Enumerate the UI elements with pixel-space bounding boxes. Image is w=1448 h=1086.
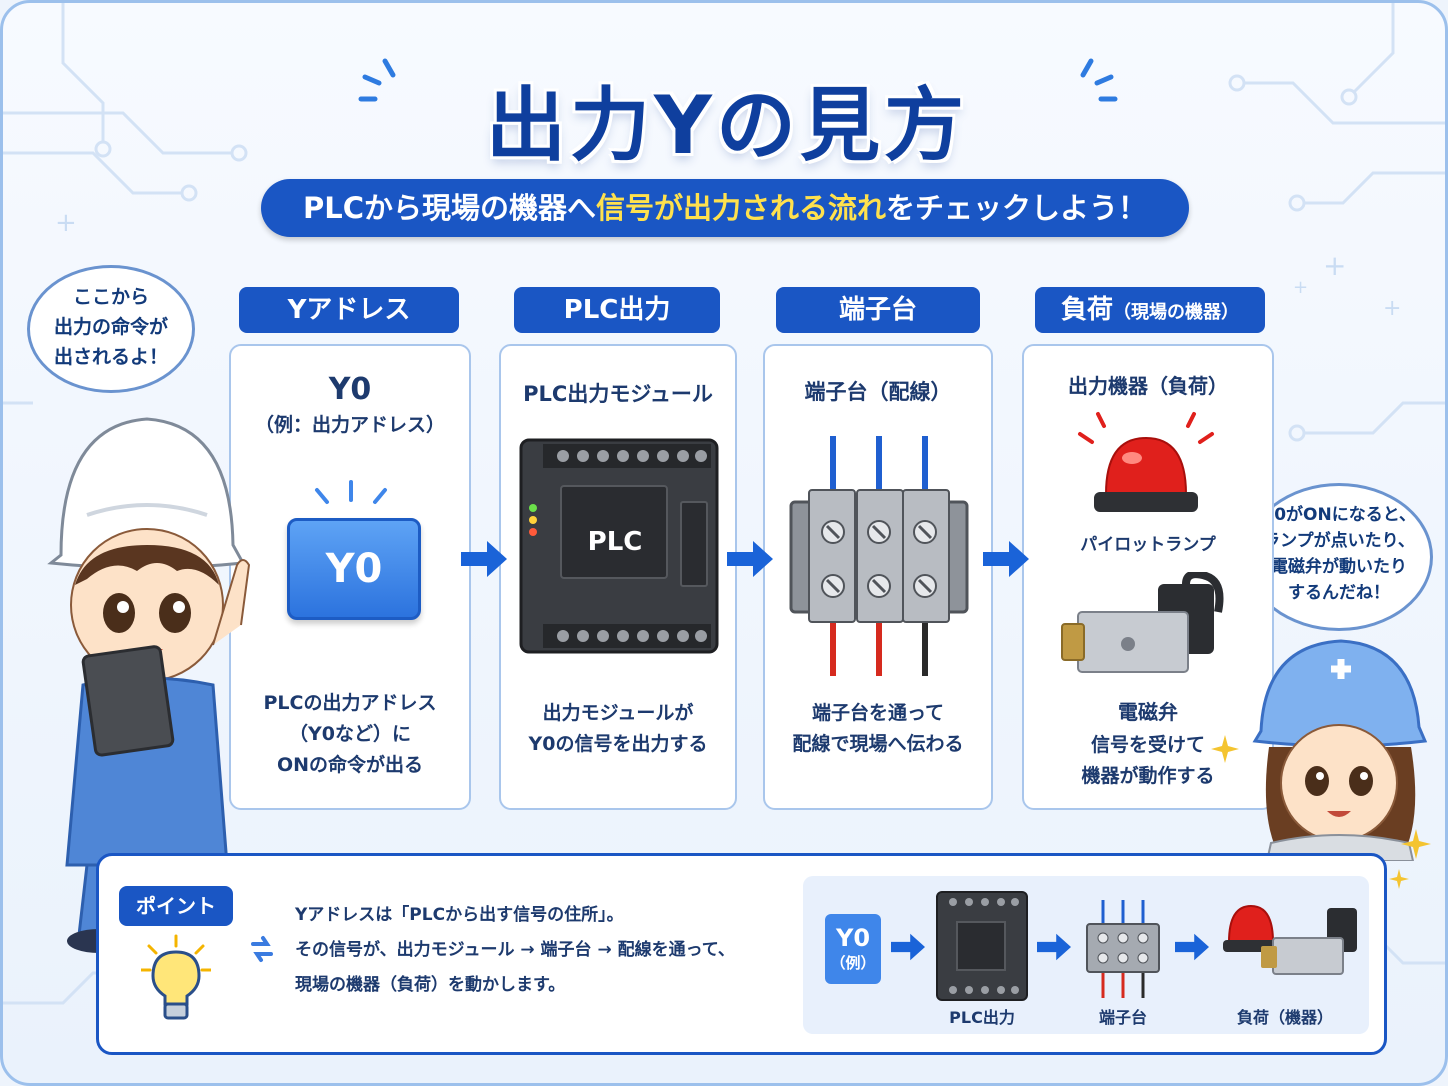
mini-flow-diagram: Y0 （例） — [803, 876, 1369, 1034]
solenoid-valve-image — [1061, 572, 1224, 673]
title-sparkle-left — [358, 58, 396, 102]
subtitle-part-1: PLCから現場の機器へ — [302, 191, 596, 225]
column-label-y-address: Yアドレス — [239, 287, 459, 333]
card-y-address: Y0 （例：出力アドレス） Y0 PLCの出力アドレス （Y0など）に ONの命… — [229, 344, 471, 810]
bubble-line: 電磁弁が動いたり — [1271, 557, 1407, 577]
bubble-line: ここから — [72, 286, 149, 308]
desc-line: 端子台を通って — [811, 702, 945, 724]
subtitle-part-2: をチェックしよう！ — [886, 191, 1148, 225]
sparkle-icon — [1389, 869, 1409, 889]
bubble-line: 出されるよ！ — [53, 346, 168, 368]
load-label-main: 負荷 — [1060, 295, 1113, 325]
flow-terminal-label: 端子台 — [1098, 1008, 1147, 1027]
card-y-address-subheading: （例：出力アドレス） — [254, 414, 445, 436]
card-plc-output: PLC出力モジュール PLC 出力モジュールが Y0の信号を出力する — [499, 344, 737, 810]
svg-text:+: + — [1383, 296, 1401, 321]
bubble-line: ランプが点いたり、 — [1263, 531, 1415, 551]
column-label-load: 負荷（現場の機器） — [1035, 287, 1265, 333]
svg-text:+: + — [55, 208, 77, 238]
point-explanation: Yアドレスは「PLCから出す信号の住所」。 その信号が、出力モジュール → 端子… — [295, 898, 735, 1003]
desc-line: 機器が動作する — [1081, 765, 1215, 787]
lightbulb-icon — [141, 934, 211, 1020]
card-load-devices: 出力機器（負荷） パイロットランプ 電磁弁 信号を受けて 機器が動作する — [1022, 344, 1274, 810]
point-tag: ポイント — [119, 886, 233, 926]
mini-terminal-image — [1086, 900, 1160, 998]
point-line: その信号が、出力モジュール → 端子台 → 配線を通って、 — [295, 940, 735, 960]
female-worker-character — [1252, 639, 1428, 861]
card-load-heading: 出力機器（負荷） — [1068, 374, 1228, 398]
arrow-right-icon — [891, 933, 925, 961]
solenoid-valve-label: 電磁弁 — [1118, 700, 1178, 724]
y0-address-button: Y0 — [287, 518, 421, 620]
flow-plc-label: PLC出力 — [949, 1008, 1015, 1027]
pilot-lamp-label: パイロットランプ — [1080, 535, 1216, 555]
bubble-line: Y0がONになると、 — [1261, 505, 1417, 525]
y0-glow-marks — [315, 480, 387, 504]
card-plc-heading: PLC出力モジュール — [523, 382, 713, 406]
column-label-plc-output: PLC出力 — [514, 287, 720, 333]
terminal-block-image — [789, 436, 969, 676]
sparkle-icon — [1401, 829, 1431, 859]
page-title: 出力Yの見方 — [486, 79, 968, 172]
sparkle-icon — [1211, 735, 1239, 763]
column-label-terminal: 端子台 — [776, 287, 980, 333]
card-terminal-block: 端子台（配線） 端子台を通って 配線で現場へ伝わる — [763, 344, 993, 810]
desc-line: （Y0など）に — [289, 723, 411, 745]
bubble-line: するんだね！ — [1288, 583, 1390, 603]
plc-module-label: PLC — [588, 527, 643, 557]
flow-y0-label: Y0 — [835, 924, 871, 952]
title-sparkle-right — [1080, 58, 1118, 102]
mini-plc-image — [936, 891, 1028, 1001]
left-speech-bubble: ここから 出力の命令が 出されるよ！ — [27, 265, 195, 393]
svg-text:+: + — [1293, 277, 1308, 298]
subtitle-highlight: 信号が出力される流れ — [596, 191, 887, 225]
card-plc-description: 出力モジュールが Y0の信号を出力する — [501, 698, 735, 760]
arrow-right-icon — [461, 541, 507, 577]
card-terminal-description: 端子台を通って 配線で現場へ伝わる — [765, 698, 991, 760]
desc-line: ONの命令が出る — [276, 754, 424, 776]
subtitle-banner: PLCから現場の機器へ信号が出力される流れをチェックしよう！ — [261, 179, 1189, 237]
point-box: ポイント Yアドレスは「PLCから出す信号の住所」。 その信号が、出力モジュール… — [96, 853, 1387, 1055]
mini-load-devices-image — [1223, 904, 1357, 975]
point-line: Yアドレスは「PLCから出す信号の住所」。 — [295, 905, 624, 925]
svg-text:+: + — [1323, 249, 1346, 282]
swap-arrows-icon — [251, 936, 273, 962]
arrow-right-icon — [983, 541, 1029, 577]
card-terminal-heading: 端子台（配線） — [804, 380, 952, 404]
plc-module-image: PLC — [519, 438, 719, 654]
circuit-background: + + + + — [3, 3, 1445, 1005]
flow-load-label: 負荷（機器） — [1236, 1008, 1333, 1027]
desc-line: 出力モジュールが — [542, 702, 694, 724]
desc-line: 信号を受けて — [1090, 734, 1205, 756]
right-speech-bubble: Y0がONになると、 ランプが点いたり、 電磁弁が動いたり するんだね！ — [1245, 483, 1433, 631]
card-y-address-heading: Y0 — [328, 372, 372, 407]
load-label-small: （現場の機器） — [1113, 302, 1239, 323]
desc-line: PLCの出力アドレス — [263, 692, 437, 714]
flow-y0-example: （例） — [830, 954, 876, 972]
arrow-right-icon — [1175, 933, 1209, 961]
desc-line: 配線で現場へ伝わる — [792, 733, 964, 755]
point-line: 現場の機器（負荷）を動かします。 — [295, 975, 566, 995]
arrow-right-icon — [727, 541, 773, 577]
bubble-line: 出力の命令が — [53, 316, 168, 338]
arrow-right-icon — [1037, 933, 1071, 961]
card-load-description: 信号を受けて 機器が動作する — [1024, 730, 1272, 792]
card-y-address-description: PLCの出力アドレス （Y0など）に ONの命令が出る — [231, 688, 469, 781]
pilot-lamp-image — [1078, 412, 1214, 512]
desc-line: Y0の信号を出力する — [528, 733, 708, 755]
flow-y0-box: Y0 （例） — [825, 914, 881, 984]
